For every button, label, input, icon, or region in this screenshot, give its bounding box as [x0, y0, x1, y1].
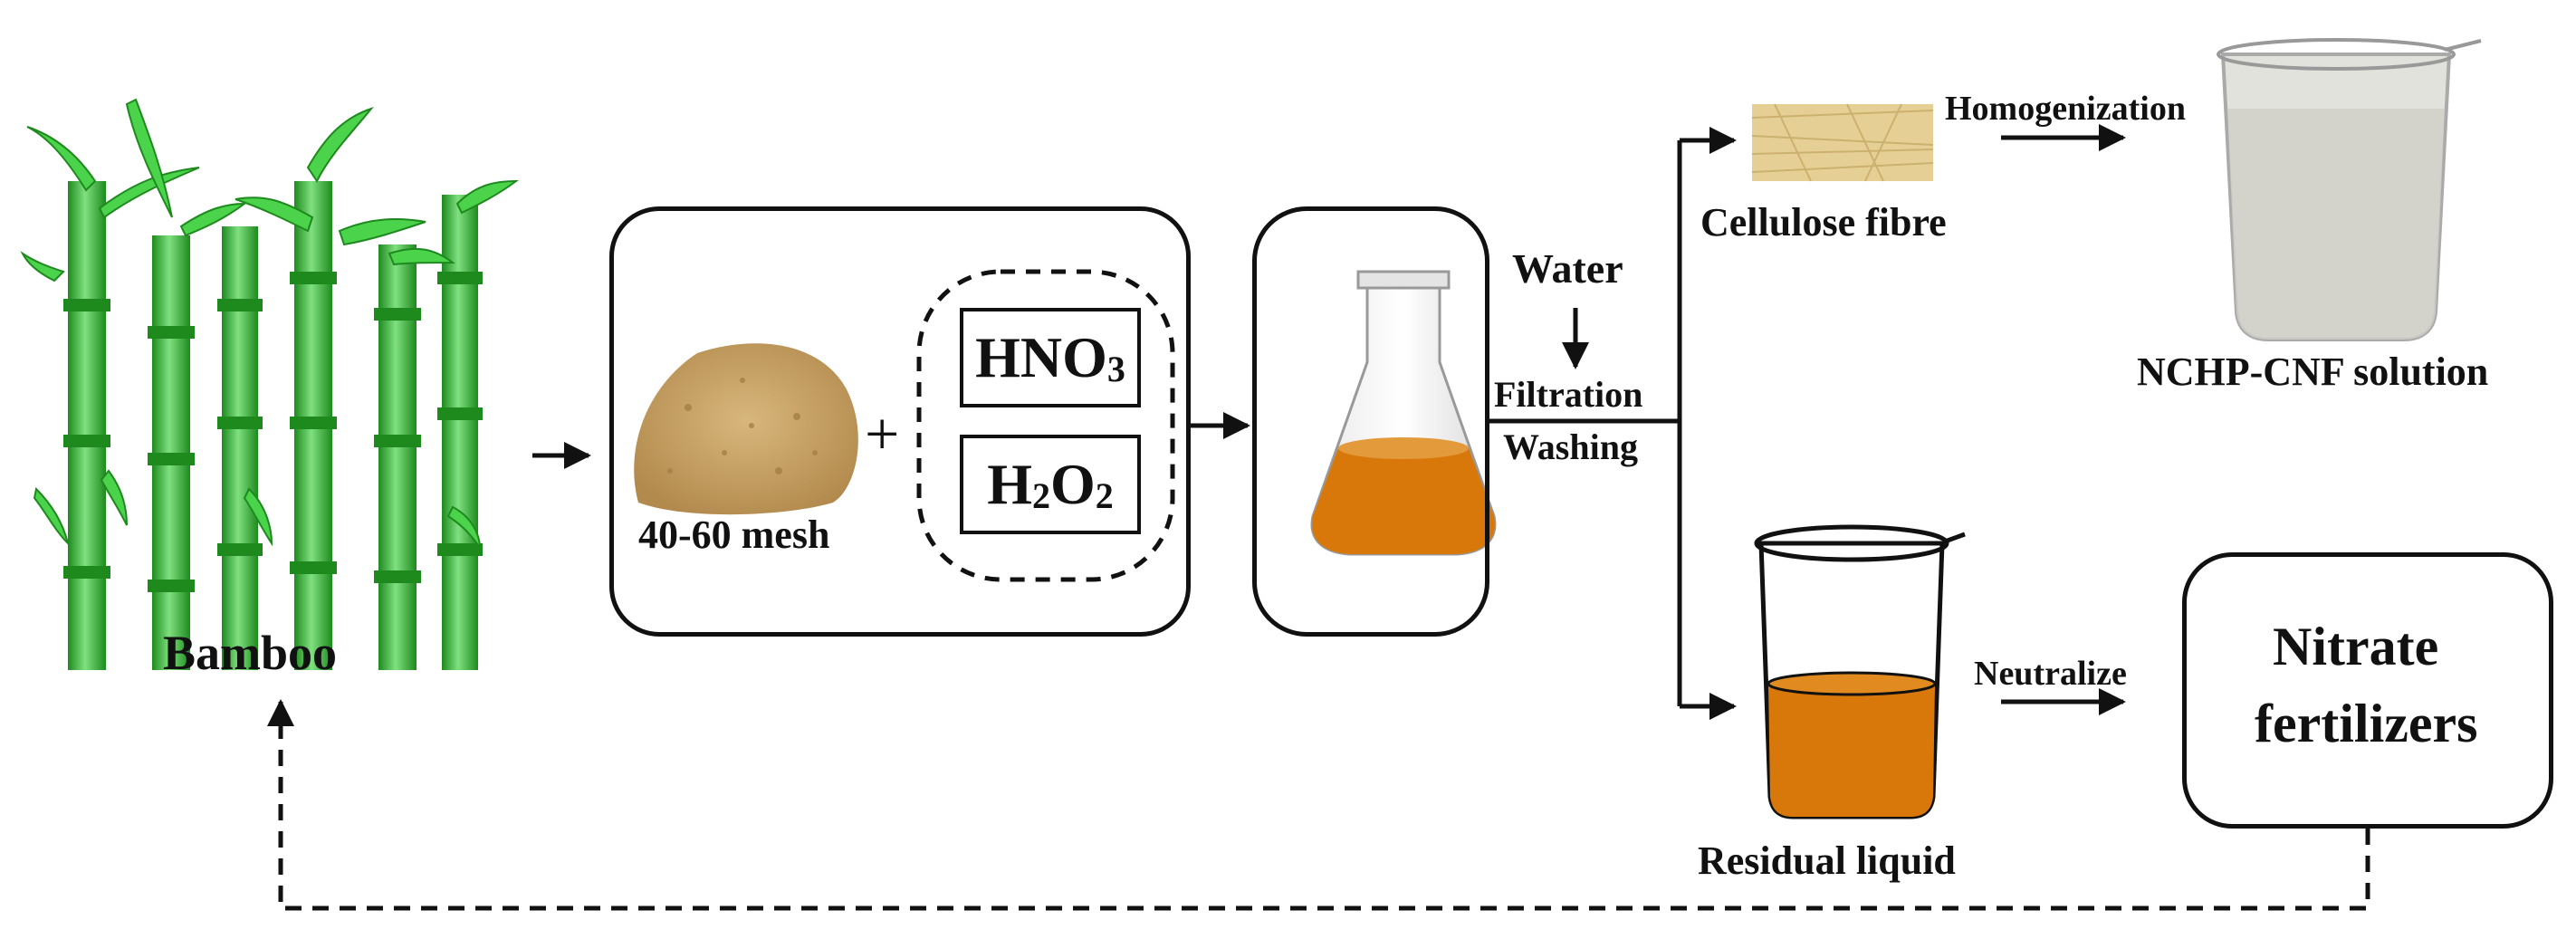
reagent-dashed-box [916, 269, 1175, 582]
bamboo-leaves [20, 98, 520, 551]
neutralize-label: Neutralize [1974, 655, 2127, 693]
homogenization-label: Homogenization [1945, 90, 2186, 128]
flask-box [1252, 206, 1489, 637]
bamboo-label: Bamboo [163, 626, 338, 680]
cellulose-fibre-label: Cellulose fibre [1700, 200, 1947, 244]
nitrate-fertilizers-box [2182, 552, 2553, 829]
nchp-cnf-beaker-image [2217, 38, 2482, 341]
erlenmeyer-flask-image [1310, 270, 1497, 556]
bamboo-stalk [290, 181, 337, 670]
recycle-dashed-arrow [267, 699, 2370, 911]
bamboo-stalk [217, 226, 263, 670]
residual-liquid-beaker-image [1754, 524, 1966, 819]
bamboo-illustration [20, 98, 520, 670]
pretreatment-box [609, 206, 1191, 637]
bamboo-stalk [437, 195, 483, 670]
nitrate-label-line2: fertilizers [2255, 694, 2478, 753]
mesh-label: 40-60 mesh [638, 513, 830, 557]
bamboo-stalk [148, 235, 195, 670]
plus-sign: + [865, 399, 900, 468]
residual-liquid-label: Residual liquid [1698, 838, 1956, 883]
bamboo-stalk [63, 181, 110, 670]
nitrate-label-line1: Nitrate [2273, 617, 2439, 676]
bamboo-stalk [374, 244, 421, 670]
nchp-cnf-solution-label: NCHP-CNF solution [2137, 350, 2489, 394]
water-label: Water [1512, 245, 1623, 292]
washing-label: Washing [1503, 426, 1638, 467]
filtration-label: Filtration [1494, 374, 1643, 415]
bamboo-powder-image [634, 343, 858, 515]
cellulose-fibre-image [1751, 103, 1934, 182]
